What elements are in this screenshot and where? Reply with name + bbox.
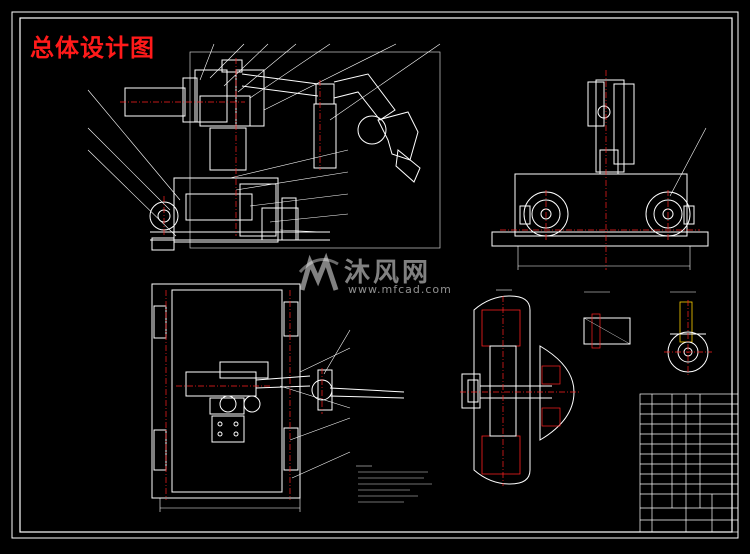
watermark-brand: 沐风网 (344, 258, 432, 288)
watermark-url: www.mfcad.com (348, 283, 452, 296)
top-view (151, 283, 405, 512)
mf-logo-icon (298, 252, 339, 291)
detail-view-a (583, 291, 631, 349)
gripper-assembly (357, 111, 421, 183)
drawing-title: 总体设计图 (30, 33, 155, 62)
title-block (639, 393, 739, 533)
side-view (491, 79, 709, 270)
technical-notes (356, 465, 432, 503)
outer-frame (11, 11, 739, 539)
front-view (87, 43, 441, 251)
inner-frame (19, 17, 733, 533)
wheel-section (461, 289, 575, 485)
watermark: 沐风网 www.mfcad.com (296, 250, 466, 300)
base-box (173, 177, 279, 243)
